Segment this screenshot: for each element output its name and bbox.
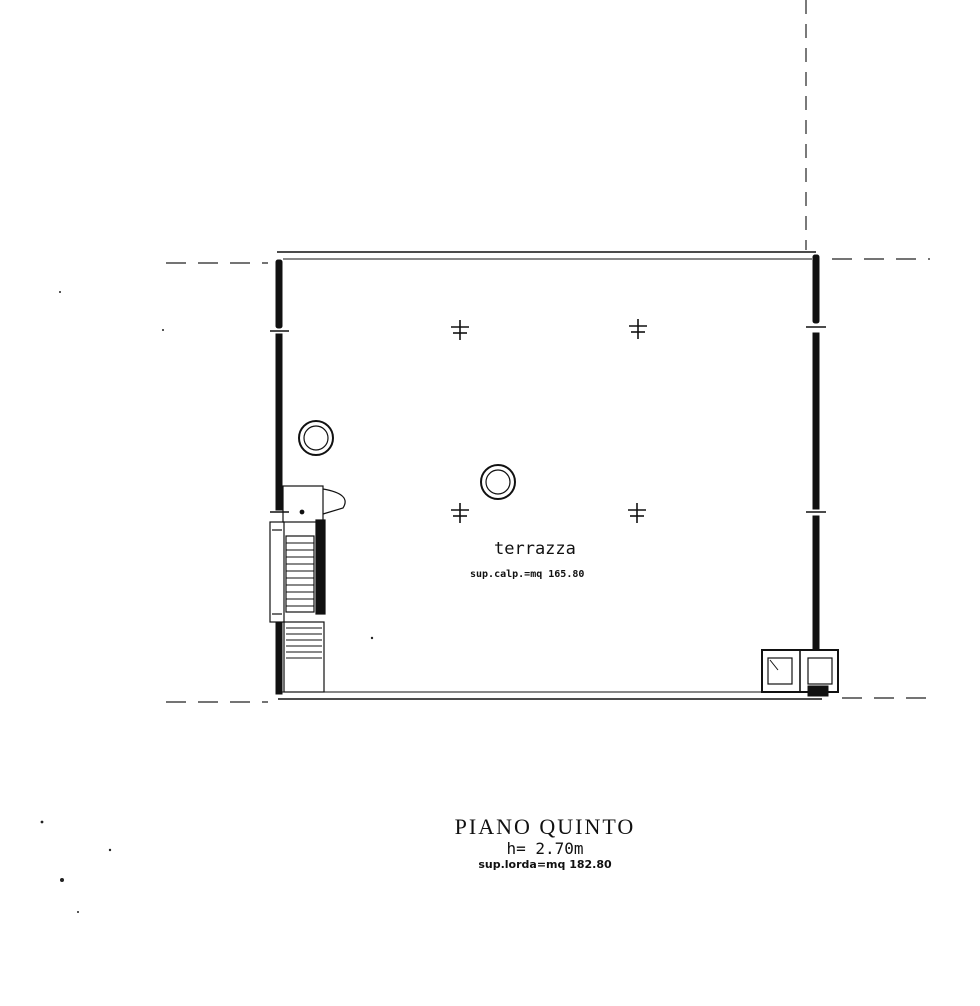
technical-boxes xyxy=(761,649,839,697)
floor-height: h= 2.70m xyxy=(506,839,584,858)
door-swing-arc xyxy=(322,488,346,515)
room-area: sup.calp.=mq 165.80 xyxy=(470,569,584,580)
slab-outline xyxy=(277,251,822,700)
round-drains xyxy=(298,420,516,500)
stair-flight xyxy=(285,535,315,613)
floor-caption: PIANO QUINTO h= 2.70m sup.lorda=mq 182.8… xyxy=(380,814,710,872)
floor-title: PIANO QUINTO xyxy=(454,814,636,839)
drain-center xyxy=(480,464,516,500)
stair-treads xyxy=(286,542,314,607)
lower-stair xyxy=(283,621,325,693)
stair-enclosure xyxy=(269,521,285,623)
cross-markers xyxy=(451,319,647,523)
stair-block xyxy=(269,485,346,693)
stair-landing xyxy=(282,485,324,523)
floor-gross-area: sup.lorda=mq 182.80 xyxy=(478,858,612,871)
cross-marker-2 xyxy=(629,319,647,339)
lower-stair-treads xyxy=(286,627,322,659)
left-wall xyxy=(270,259,289,695)
cross-marker-4 xyxy=(628,503,646,523)
drain-left xyxy=(298,420,334,456)
stair-wall xyxy=(315,519,326,615)
cross-marker-3 xyxy=(451,503,469,523)
cross-marker-1 xyxy=(451,320,469,340)
scan-specks xyxy=(40,291,374,913)
right-wall xyxy=(806,254,826,651)
room-name: terrazza xyxy=(494,539,576,559)
axis-lines xyxy=(166,0,930,703)
